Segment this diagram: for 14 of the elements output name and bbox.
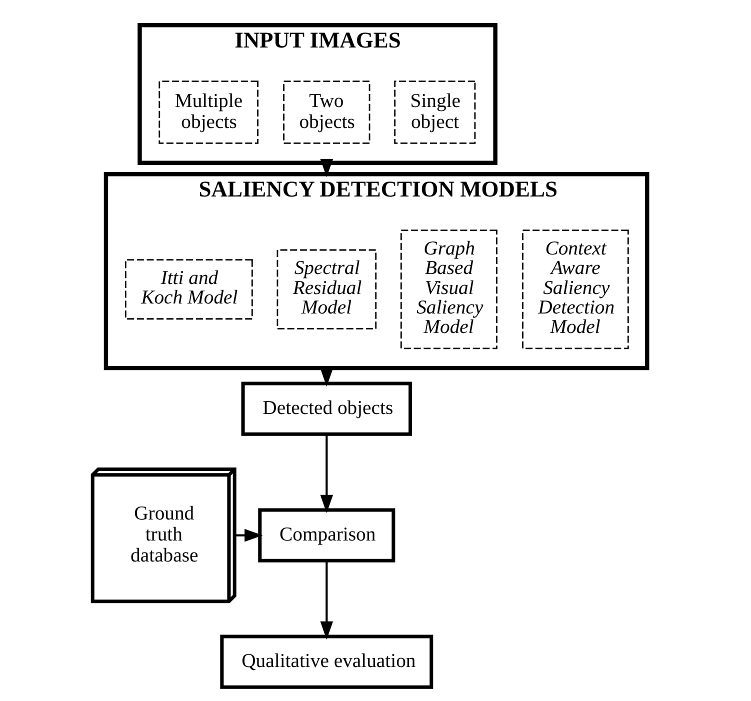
node-box: Qualitative evaluation <box>220 634 434 689</box>
arrow <box>320 434 334 514</box>
arrow <box>320 561 334 640</box>
arrow <box>320 158 334 178</box>
node-box: Detected objects <box>241 382 412 436</box>
node-box: Itti and Koch Model <box>124 259 253 320</box>
node-box: Comparison <box>258 508 396 562</box>
node-box: Context Aware Saliency Detection Model <box>522 230 629 350</box>
node-box: Single object <box>394 80 476 144</box>
node-box: Graph Based Visual Saliency Model <box>400 230 498 350</box>
node-box: Multiple objects <box>158 80 258 144</box>
node-box: Two objects <box>283 80 370 144</box>
node-box: Spectral Residual Model <box>276 249 377 330</box>
arrow <box>234 528 263 542</box>
